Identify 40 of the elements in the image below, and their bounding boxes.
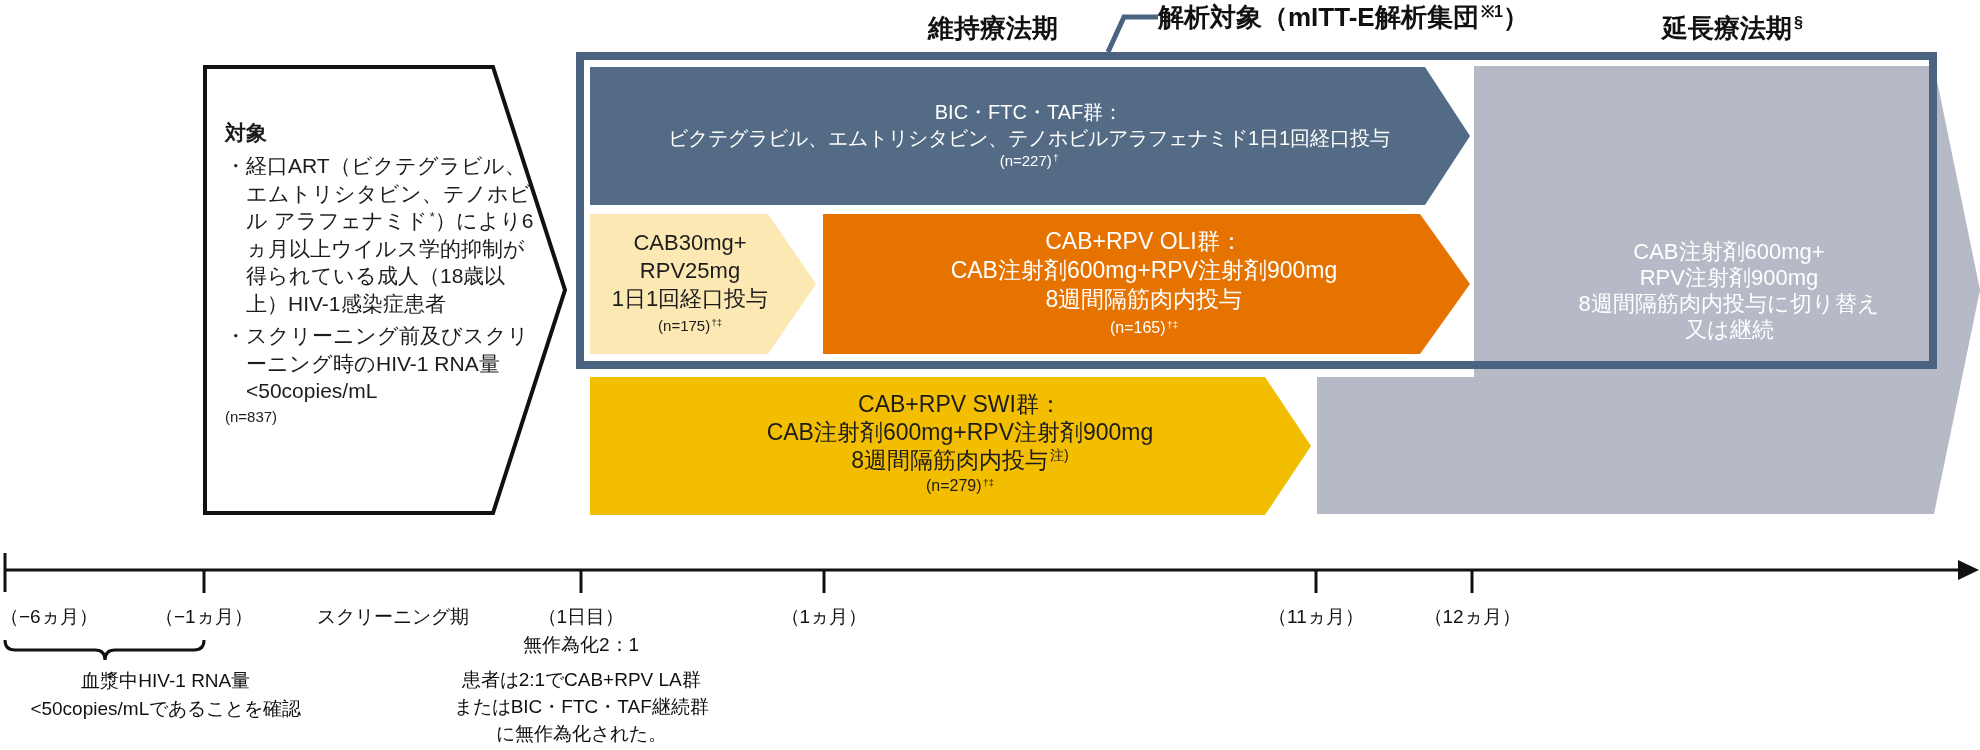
phase-label: スクリーニング期 <box>317 605 469 629</box>
note-text: 患者は2:1でCAB+RPV LA群またはBIC・FTC・TAF継続群に無作為化された。 <box>452 668 710 746</box>
chevron-band <box>590 67 1470 205</box>
sample-size: (n=279)$^{†‡}$ <box>925 475 995 496</box>
sample-size: (n=165)$^{†‡}$ <box>1109 317 1179 338</box>
dosing-text: 1日1回経口投与 <box>611 285 769 313</box>
note-text: 血漿中HIV-1 RNA量<50copies/mLであることを確認 <box>29 669 303 721</box>
regimen-text: CAB注射剤600mg+RPV注射剤900mg <box>1632 239 1826 291</box>
group-heading: BIC・FTC・TAF群： <box>934 100 1124 125</box>
regimen-text: CAB注射剤600mg+RPV注射剤900mg <box>950 256 1338 285</box>
timepoint-label: （12ヵ月） <box>1423 605 1521 629</box>
randomization-label: 無作為化2：1 <box>523 633 640 657</box>
regimen-text: CAB30mg+RPV25mg <box>632 229 748 285</box>
dosing-text: 8週間隔筋肉内投与に切り替え又は継続 <box>1577 291 1881 343</box>
chevron-band <box>823 214 1470 354</box>
sample-size: (n=227)$^{†}$ <box>999 151 1059 171</box>
dosing-text: 8週間隔筋肉内投与 <box>1045 285 1243 314</box>
bullet-item: ・経口ART（ビクテグラビル、エムトリシタビン、テノホビル アラフェナミド$^{*}$）により6ヵ月以上ウイルス学的抑制が得られている成人（18歳以上）HIV-1感染症患者 <box>225 153 535 317</box>
chevron-band <box>590 214 816 354</box>
timepoint-label: （1ヵ月） <box>780 605 868 629</box>
group-heading: CAB+RPV OLI群： <box>1045 227 1243 256</box>
heading-text: 解析対象（mITT-E解析集団$^{※1}$） <box>1158 1 1530 33</box>
pentagon-box <box>203 65 568 515</box>
regimen-text: ビクテグラビル、エムトリシタビン、テノホビルアラフェナミド1日1回経口投与 <box>667 126 1391 151</box>
regimen-text: CAB注射剤600mg+RPV注射剤900mg <box>766 418 1154 446</box>
chevron-band <box>590 377 1311 515</box>
sample-size: (n=175)$^{†‡}$ <box>658 316 722 336</box>
outline-frame <box>576 52 1937 369</box>
period-heading: 維持療法期 <box>928 12 1058 44</box>
group-heading: CAB+RPV SWI群： <box>858 390 1062 418</box>
timepoint-label: （−6ヵ月） <box>0 605 98 629</box>
leader-line <box>1105 14 1158 54</box>
dosing-text: 8週間隔筋肉内投与$^{注)}$ <box>851 446 1069 474</box>
timepoint-label: （−1ヵ月） <box>155 605 253 629</box>
box-heading: 対象 <box>225 120 267 146</box>
timepoint-label: （11ヵ月） <box>1268 605 1364 629</box>
sample-size: (n=837) <box>225 406 278 427</box>
timepoint-label: （1日目） <box>537 605 625 629</box>
period-heading: 延長療法期$^{§}$ <box>1661 12 1803 44</box>
bullet-item: ・スクリーニング前及びスクリーニング時のHIV-1 RNA量<50copies/mL <box>225 323 530 404</box>
